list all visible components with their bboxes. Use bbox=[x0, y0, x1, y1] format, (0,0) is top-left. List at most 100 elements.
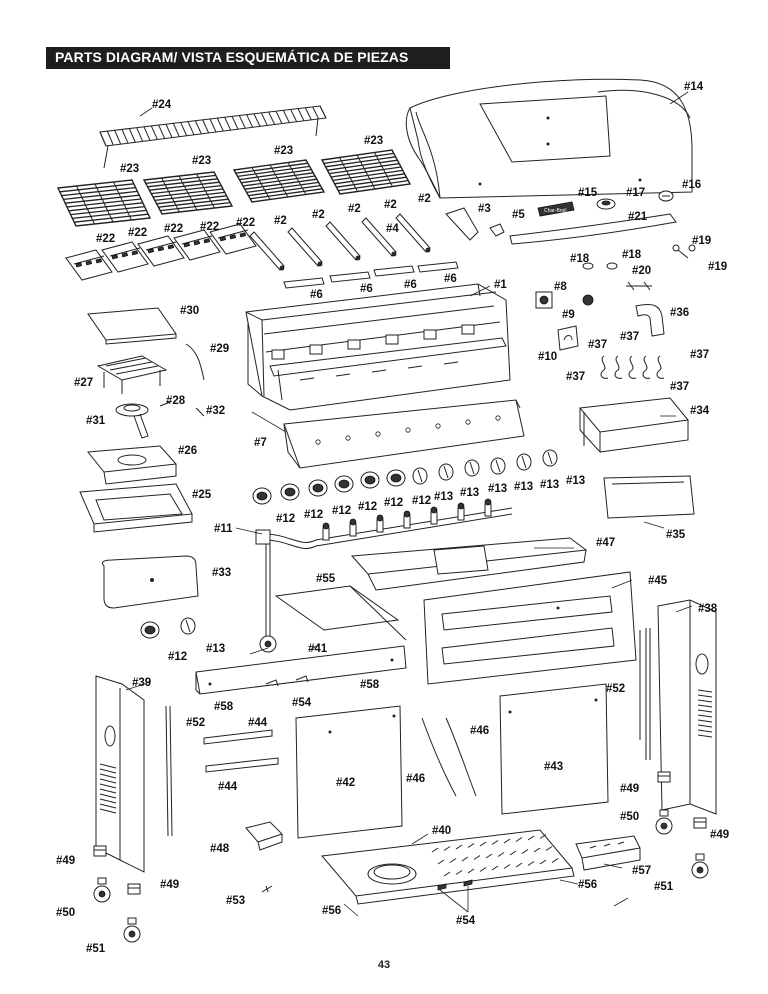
label-26: #26 bbox=[178, 445, 197, 457]
part-25-side-burner-frame bbox=[79, 483, 193, 533]
label-39: #39 bbox=[132, 677, 151, 689]
label-56: #56 bbox=[578, 879, 597, 891]
part-2-burners bbox=[249, 213, 431, 271]
label-54: #54 bbox=[292, 697, 312, 709]
label-13: #13 bbox=[434, 491, 453, 503]
part-21-handle bbox=[509, 213, 677, 245]
label-55: #55 bbox=[316, 573, 336, 585]
part-11-manifold bbox=[255, 498, 513, 653]
part-5-bracket bbox=[489, 223, 505, 237]
label-22: #22 bbox=[128, 227, 147, 239]
label-2: #2 bbox=[348, 203, 361, 215]
header-bar: PARTS DIAGRAM/ VISTA ESQUEMÁTICA DE PIEZ… bbox=[46, 47, 450, 69]
label-13: #13 bbox=[514, 481, 533, 493]
part-30-side-burner-lid bbox=[87, 307, 177, 345]
label-27: #27 bbox=[74, 377, 93, 389]
part-17-temp-gauge bbox=[596, 198, 616, 210]
label-22: #22 bbox=[96, 233, 115, 245]
label-9: #9 bbox=[562, 309, 575, 321]
part-40-bottom-shelf bbox=[321, 829, 575, 905]
label-13: #13 bbox=[488, 483, 507, 495]
label-6: #6 bbox=[404, 279, 417, 291]
part-55-heat-shield bbox=[274, 585, 407, 641]
label-13: #13 bbox=[566, 475, 585, 487]
part-28-32-hardware bbox=[159, 401, 205, 417]
part-15-logo: Char-Broil bbox=[537, 201, 575, 217]
label-19: #19 bbox=[692, 235, 711, 247]
label-14: #14 bbox=[684, 81, 704, 93]
label-36: #36 bbox=[670, 307, 689, 319]
label-11: #11 bbox=[214, 523, 233, 535]
part-35-shelf-panel bbox=[603, 475, 695, 519]
part-16-bezel bbox=[658, 190, 674, 202]
part-45-rear-panel bbox=[423, 571, 637, 685]
part-37-hooks bbox=[600, 355, 665, 379]
label-23: #23 bbox=[192, 155, 211, 167]
part-34-side-shelf bbox=[579, 397, 689, 454]
label-21: #21 bbox=[628, 211, 648, 223]
label-22: #22 bbox=[200, 221, 219, 233]
label-37: #37 bbox=[690, 349, 709, 361]
part-6-carryover bbox=[283, 261, 459, 289]
part-53-screw bbox=[261, 885, 273, 893]
part-39-left-side-panel bbox=[95, 675, 173, 873]
label-23: #23 bbox=[120, 163, 139, 175]
part-10-ignitor-bracket bbox=[557, 325, 579, 351]
label-18: #18 bbox=[622, 249, 642, 261]
label-1: #1 bbox=[494, 279, 507, 291]
part-26-burner-pan bbox=[87, 445, 178, 485]
part-38-right-side-panel bbox=[645, 599, 717, 815]
label-35: #35 bbox=[666, 529, 686, 541]
label-37: #37 bbox=[670, 381, 689, 393]
part-24-warming-rack bbox=[99, 105, 327, 169]
label-2: #2 bbox=[418, 193, 431, 205]
label-22: #22 bbox=[164, 223, 183, 235]
label-51: #51 bbox=[654, 881, 674, 893]
label-43: #43 bbox=[544, 761, 563, 773]
label-10: #10 bbox=[538, 351, 557, 363]
label-15: #15 bbox=[578, 187, 598, 199]
label-12: #12 bbox=[412, 495, 431, 507]
label-6: #6 bbox=[310, 289, 323, 301]
label-44: #44 bbox=[248, 717, 268, 729]
label-12: #12 bbox=[358, 501, 377, 513]
part-23-cooking-grates bbox=[56, 149, 412, 227]
label-53: #53 bbox=[226, 895, 245, 907]
label-37: #37 bbox=[566, 371, 585, 383]
label-32: #32 bbox=[206, 405, 225, 417]
label-57: #57 bbox=[632, 865, 651, 877]
leader-lines bbox=[125, 91, 693, 917]
part-labels: #24 #23 #23 #23 #23 #14 #15 #17 #16 #21 … bbox=[56, 81, 729, 955]
part-33-side-panel bbox=[101, 555, 199, 609]
label-49: #49 bbox=[620, 783, 639, 795]
label-28: #28 bbox=[166, 395, 186, 407]
label-18: #18 bbox=[570, 253, 590, 265]
label-49: #49 bbox=[56, 855, 75, 867]
label-52: #52 bbox=[186, 717, 205, 729]
label-44: #44 bbox=[218, 781, 238, 793]
label-51: #51 bbox=[86, 943, 106, 955]
label-2: #2 bbox=[312, 209, 325, 221]
part-42-left-door bbox=[295, 705, 403, 839]
label-6: #6 bbox=[444, 273, 457, 285]
label-54: #54 bbox=[456, 915, 476, 927]
label-16: #16 bbox=[682, 179, 701, 191]
label-12: #12 bbox=[332, 505, 351, 517]
label-6: #6 bbox=[360, 283, 373, 295]
label-45: #45 bbox=[648, 575, 668, 587]
label-37: #37 bbox=[620, 331, 639, 343]
part-8-ignitor bbox=[535, 291, 553, 309]
label-41: #41 bbox=[308, 643, 328, 655]
part-41-crossbar bbox=[195, 645, 407, 695]
label-49: #49 bbox=[710, 829, 729, 841]
part-44-towel-bars bbox=[203, 729, 279, 773]
label-50: #50 bbox=[56, 907, 75, 919]
part-31-side-burner bbox=[115, 403, 149, 439]
label-38: #38 bbox=[698, 603, 718, 615]
part-47-drip-tray bbox=[350, 537, 588, 591]
label-31: #31 bbox=[86, 415, 106, 427]
label-33: #33 bbox=[212, 567, 231, 579]
label-22: #22 bbox=[236, 217, 255, 229]
label-29: #29 bbox=[210, 343, 229, 355]
label-58: #58 bbox=[360, 679, 380, 691]
